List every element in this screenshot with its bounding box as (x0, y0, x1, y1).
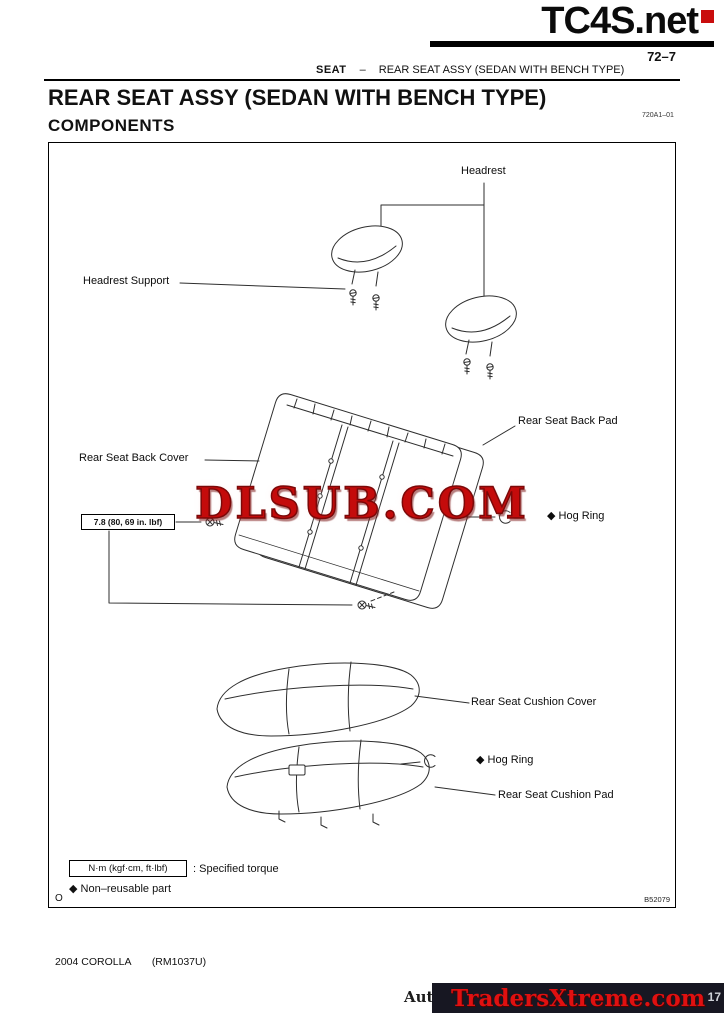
leader-back-pad (482, 425, 516, 446)
seat-cushion-pad-shape (226, 739, 430, 815)
label-rear-seat-back-cover: Rear Seat Back Cover (79, 452, 189, 464)
headrest-support-screw-icon (463, 358, 471, 375)
site-logo: TC4S.net (541, 0, 699, 42)
leader-cushion-pad (434, 786, 496, 796)
running-separator: – (359, 64, 366, 76)
torque-spec-box: 7.8 (80, 69 in. lbf) (81, 514, 175, 530)
legend-torque-unit-box: N·m (kgf·cm, ft·lbf) (69, 860, 187, 877)
seat-illustration (108, 182, 517, 829)
corner-mark: O (55, 893, 63, 904)
headrest-support-screw-icon (372, 294, 380, 311)
running-header: SEAT – REAR SEAT ASSY (SEDAN WITH BENCH … (316, 64, 624, 76)
leader-back-cover (204, 459, 260, 462)
section-heading: COMPONENTS (48, 116, 175, 135)
leader-headrest-left (380, 182, 485, 230)
leader-hog-ring-lower (400, 761, 421, 765)
bottom-banner: TradersXtreme.com 17 (432, 983, 724, 1013)
footer-manual-code: (RM1037U) (151, 956, 207, 968)
page-number: 72–7 (647, 49, 676, 64)
footer-model: 2004 COROLLA (55, 956, 131, 968)
label-headrest-support: Headrest Support (83, 275, 170, 287)
footer-model-line: 2004 COROLLA (RM1037U) (55, 956, 206, 968)
logo-accent-square (701, 10, 714, 23)
doc-code: 720A1–01 (642, 112, 674, 119)
components-figure: Headrest Headrest Support Rear Seat Back… (48, 142, 676, 908)
seat-back-cover-shape (234, 393, 462, 601)
legend-non-reusable: ◆ Non–reusable part (69, 883, 172, 895)
label-rear-seat-back-pad: Rear Seat Back Pad (518, 415, 618, 427)
bottom-banner-text: TradersXtreme.com (450, 984, 706, 1012)
footer-partial-number: 17 (707, 990, 721, 1004)
hog-ring-icon (499, 510, 511, 524)
header-rule (44, 79, 680, 81)
headrest-support-screw-icon (486, 363, 494, 380)
label-headrest: Headrest (461, 165, 506, 177)
label-rear-seat-cushion-pad: Rear Seat Cushion Pad (498, 789, 614, 801)
running-title: REAR SEAT ASSY (SEDAN WITH BENCH TYPE) (378, 64, 625, 76)
label-rear-seat-cushion-cover: Rear Seat Cushion Cover (471, 696, 597, 708)
legend-torque-meaning: : Specified torque (193, 863, 279, 875)
bolt-icon (357, 600, 376, 610)
running-section: SEAT (316, 64, 347, 76)
logo-underline-bar (430, 41, 714, 47)
figure-code: B52079 (644, 895, 670, 904)
leader-torque-lower (108, 530, 353, 606)
seat-cushion-cover-shape (216, 661, 420, 737)
label-hog-ring-lower: ◆ Hog Ring (476, 754, 534, 766)
headrest-left-shape (331, 225, 403, 287)
article-title: REAR SEAT ASSY (SEDAN WITH BENCH TYPE) (48, 85, 547, 110)
leader-cushion-cover (414, 695, 470, 704)
headrest-support-screw-icon (349, 289, 357, 306)
leader-headrest-support (179, 282, 346, 290)
bolt-icon (205, 517, 224, 527)
label-hog-ring-upper: ◆ Hog Ring (547, 510, 605, 522)
headrest-right-shape (445, 295, 517, 357)
